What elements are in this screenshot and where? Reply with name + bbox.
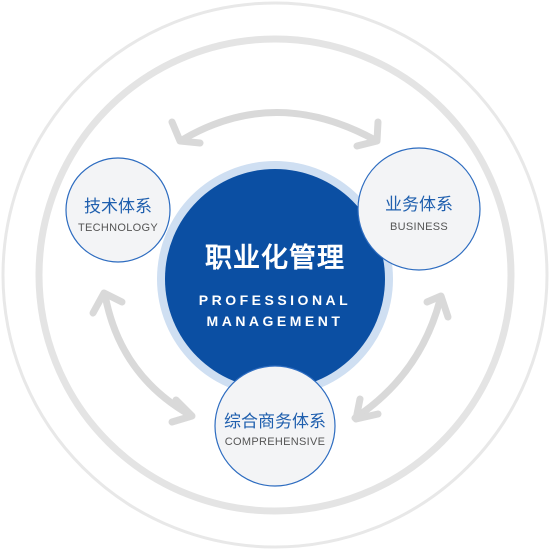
center-subtitle-line2: MANAGEMENT: [206, 313, 344, 329]
cycle-arrows: [101, 109, 444, 422]
arrow-left: [101, 291, 194, 419]
arrow-right: [351, 296, 444, 422]
node-business-title: 业务体系: [385, 195, 453, 215]
node-business-subtitle: BUSINESS: [389, 221, 449, 233]
node-technology-title: 技术体系: [84, 197, 152, 217]
center-circle: [165, 169, 385, 389]
arrow-heads: [89, 118, 452, 426]
node-business-circle: [357, 147, 481, 271]
node-technology-subtitle: TECHNOLOGY: [77, 222, 158, 234]
inner-ring: [35, 35, 515, 515]
center-title: 职业化管理: [205, 243, 345, 274]
node-comprehensive-circle: [214, 365, 336, 487]
node-comprehensive-subtitle: COMPREHENSIVE: [224, 436, 326, 448]
node-comprehensive-title: 综合商务体系: [224, 412, 326, 432]
center-subtitle-line1: PROFESSIONAL: [198, 292, 352, 308]
node-technology-circle: [65, 157, 171, 263]
arrow-top: [178, 109, 379, 144]
